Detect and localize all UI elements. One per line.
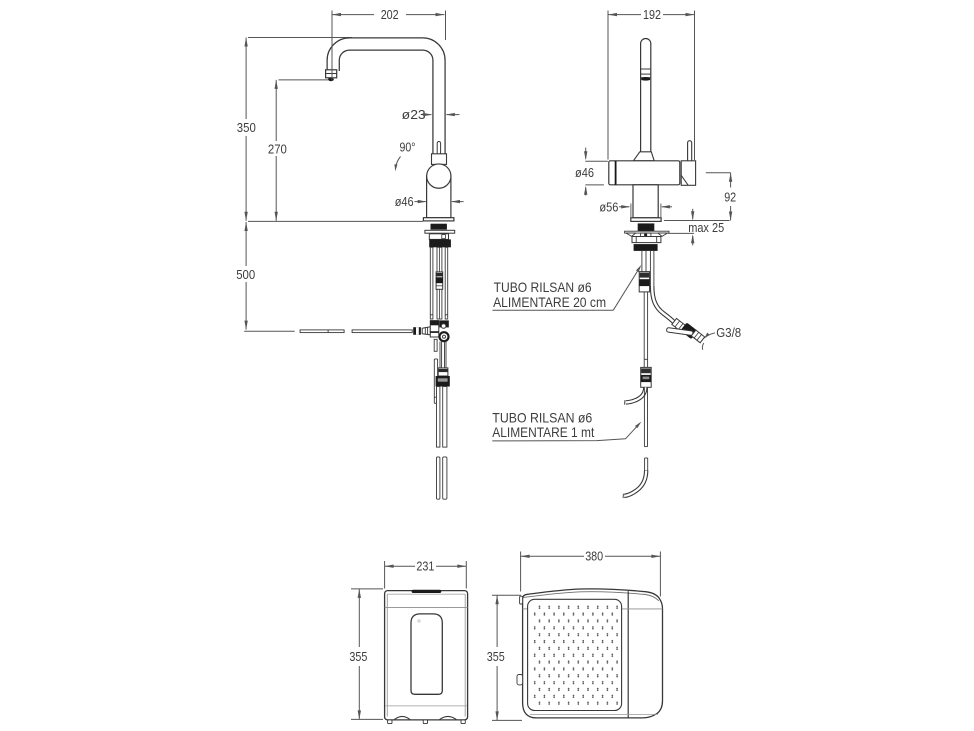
svg-text:ø46: ø46 bbox=[575, 165, 594, 180]
svg-text:TUBO RILSAN ø6: TUBO RILSAN ø6 bbox=[494, 280, 592, 295]
svg-text:350: 350 bbox=[237, 120, 256, 135]
svg-text:ALIMENTARE 20 cm: ALIMENTARE 20 cm bbox=[493, 295, 606, 310]
svg-text:92: 92 bbox=[724, 189, 736, 204]
svg-text:380: 380 bbox=[585, 549, 603, 564]
svg-text:192: 192 bbox=[643, 7, 661, 22]
svg-text:ALIMENTARE 1 mt: ALIMENTARE 1 mt bbox=[492, 425, 594, 440]
svg-text:355: 355 bbox=[349, 649, 367, 664]
svg-text:ø23: ø23 bbox=[402, 107, 426, 122]
svg-text:90°: 90° bbox=[400, 140, 416, 155]
svg-text:TUBO RILSAN ø6: TUBO RILSAN ø6 bbox=[492, 410, 592, 425]
svg-text:G3/8: G3/8 bbox=[716, 325, 741, 340]
svg-text:ø56: ø56 bbox=[599, 200, 618, 215]
svg-text:500: 500 bbox=[236, 267, 255, 282]
svg-text:202: 202 bbox=[381, 7, 399, 22]
svg-text:ø46: ø46 bbox=[395, 194, 414, 209]
svg-text:270: 270 bbox=[268, 141, 287, 156]
svg-text:231: 231 bbox=[416, 559, 434, 574]
svg-text:355: 355 bbox=[487, 649, 505, 664]
svg-text:max 25: max 25 bbox=[688, 221, 724, 235]
